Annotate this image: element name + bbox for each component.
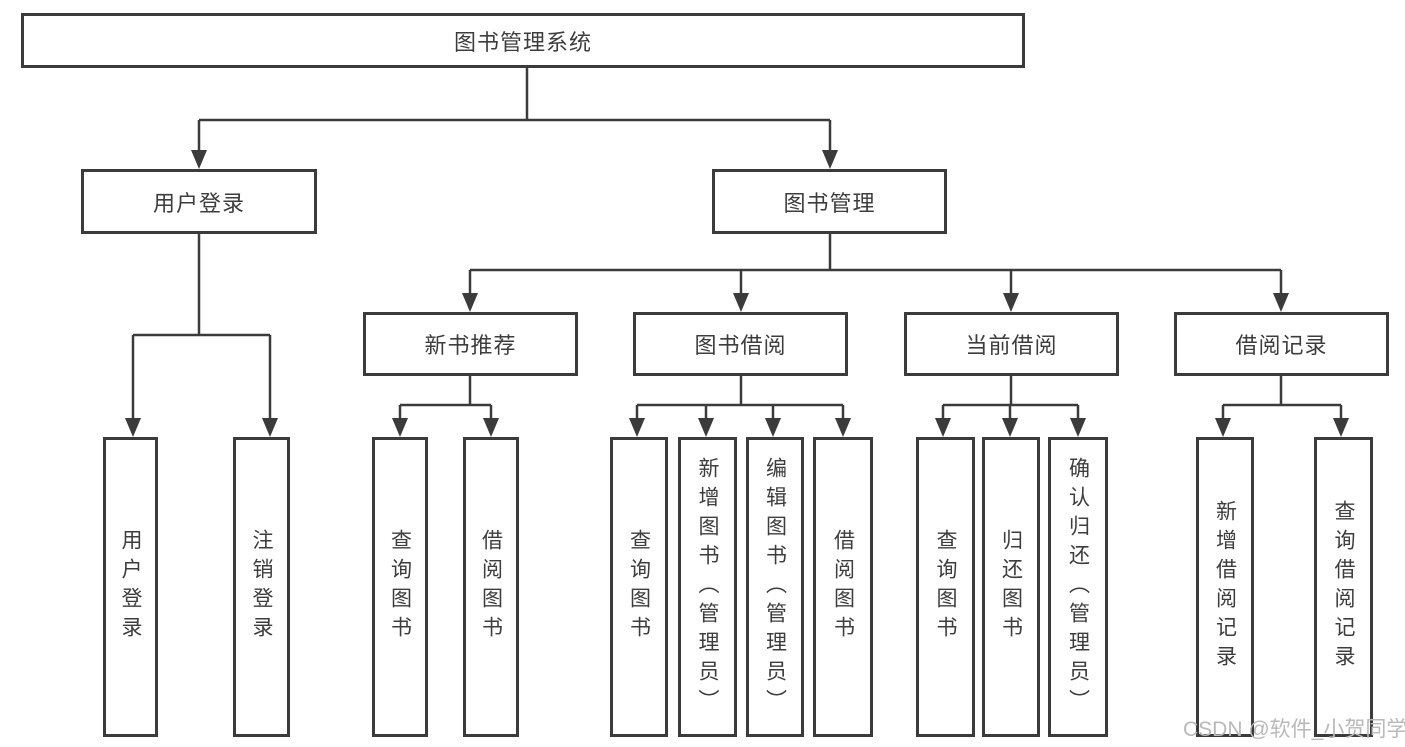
leaf-user-login: 用户登录 <box>103 437 158 737</box>
leaf-borrow-query-books: 查询图书 <box>610 437 668 737</box>
leaf-query-borrow-record: 查询借阅记录 <box>1314 437 1373 737</box>
node-root-label: 图书管理系统 <box>453 29 592 55</box>
node-current-borrow-label: 当前借阅 <box>965 333 1058 358</box>
node-borrow-records-label: 借阅记录 <box>1235 333 1328 358</box>
arrowheads <box>125 150 1349 437</box>
leaf-logout-label: 注销登录 <box>250 529 273 645</box>
leaf-current-query-books: 查询图书 <box>916 437 975 737</box>
leaf-return-books-label: 归还图书 <box>999 529 1023 645</box>
leaf-recommend-query-books-label: 查询图书 <box>388 529 412 645</box>
leaf-edit-book-admin: 编辑图书（管理员） <box>746 437 804 737</box>
node-user-login-label: 用户登录 <box>152 190 245 216</box>
leaf-add-borrow-record-label: 新增借阅记录 <box>1213 500 1237 674</box>
node-book-borrow-label: 图书借阅 <box>694 333 787 358</box>
leaf-recommend-query-books: 查询图书 <box>372 437 428 737</box>
node-root-system: 图书管理系统 <box>21 13 1025 68</box>
leaf-confirm-return-admin-label: 确认归还（管理员） <box>1066 456 1090 718</box>
leaf-borrow-query-books-label: 查询图书 <box>627 529 651 645</box>
leaf-recommend-borrow-books-label: 借阅图书 <box>479 529 503 645</box>
node-user-login: 用户登录 <box>81 169 317 234</box>
node-book-management: 图书管理 <box>712 169 947 234</box>
node-book-borrow: 图书借阅 <box>633 312 848 376</box>
leaf-return-books: 归还图书 <box>982 437 1040 737</box>
leaf-user-login-label: 用户登录 <box>119 529 142 645</box>
leaf-borrow-books-label: 借阅图书 <box>831 529 855 645</box>
node-new-book-recommend: 新书推荐 <box>363 312 578 376</box>
leaf-add-book-admin: 新增图书（管理员） <box>678 437 737 737</box>
node-current-borrow: 当前借阅 <box>904 312 1119 376</box>
leaf-current-query-books-label: 查询图书 <box>934 529 957 645</box>
node-new-book-recommend-label: 新书推荐 <box>424 333 517 358</box>
node-borrow-records: 借阅记录 <box>1174 312 1389 376</box>
leaf-recommend-borrow-books: 借阅图书 <box>463 437 519 737</box>
node-book-management-label: 图书管理 <box>783 190 876 216</box>
leaf-edit-book-admin-label: 编辑图书（管理员） <box>763 456 787 718</box>
leaf-logout: 注销登录 <box>233 437 290 737</box>
leaf-confirm-return-admin: 确认归还（管理员） <box>1048 437 1108 737</box>
csdn-watermark: CSDN @软件_小贺同学 <box>1183 718 1405 741</box>
leaf-borrow-books: 借阅图书 <box>813 437 873 737</box>
leaf-add-book-admin-label: 新增图书（管理员） <box>696 456 719 718</box>
leaf-query-borrow-record-label: 查询借阅记录 <box>1332 500 1355 674</box>
leaf-add-borrow-record: 新增借阅记录 <box>1196 437 1254 737</box>
